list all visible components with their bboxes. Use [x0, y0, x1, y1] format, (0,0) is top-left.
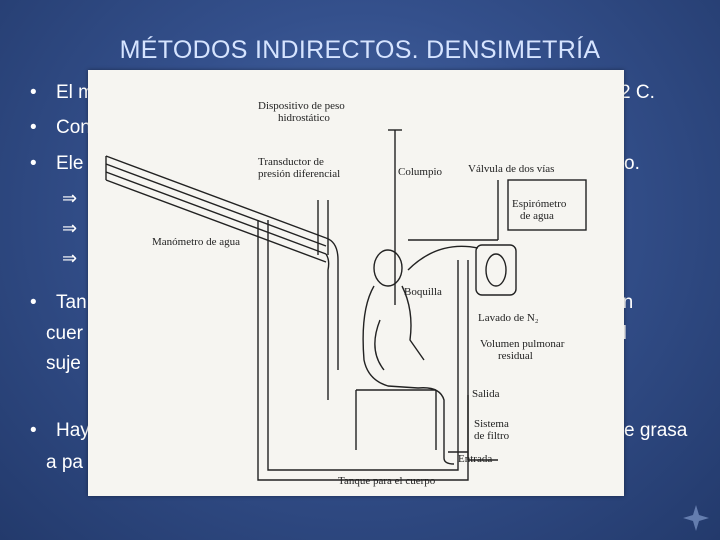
label-swing: Columpio: [398, 166, 443, 178]
water-spirometer-box: [507, 179, 587, 231]
label-mouthpiece: Boquilla: [404, 286, 442, 298]
label-entry: Entrada: [458, 453, 493, 465]
star-icon: [683, 505, 709, 531]
label-body-tank: Tanque para el cuerpo: [338, 475, 436, 487]
bullet-1-end: 2 C.: [620, 82, 655, 103]
breathing-hose: [407, 245, 479, 271]
slide-title: MÉTODOS INDIRECTOS. DENSIMETRÍA: [119, 36, 601, 64]
label-n2-washout: Lavado de N₂: [478, 312, 539, 324]
subject-head: [373, 249, 403, 287]
bullet-3-end: o.: [624, 153, 640, 174]
bullet-1-start: •El m: [30, 82, 94, 103]
implies-arrow-1: ⇒: [62, 188, 78, 209]
bullet-4-line-1-start: •Tan: [30, 292, 87, 313]
manometer-tube-1: [105, 155, 327, 239]
label-water-manometer: Manómetro de agua: [152, 236, 240, 248]
n2-washout-bag: [475, 244, 517, 296]
label-exit: Salida: [472, 388, 500, 400]
bullet-2-start: •Con: [30, 117, 91, 138]
bullet-5-line-1-end: e grasa: [624, 420, 688, 441]
subject-body: [362, 285, 455, 465]
implies-arrow-3: ⇒: [62, 248, 78, 269]
manometer-tube-2: [105, 171, 327, 255]
bullet-4-line-3-start: suje: [46, 353, 81, 374]
bullet-4-line-2-start: cuer: [46, 323, 83, 344]
bullet-5-line-1-start: •Hay: [30, 420, 90, 441]
label-two-way-valve: Válvula de dos vías: [468, 163, 555, 175]
body-tank: [267, 220, 459, 471]
implies-arrow-2: ⇒: [62, 218, 78, 239]
bullet-5-line-2-start: a pa: [46, 452, 83, 473]
diagram-drawing: [105, 129, 587, 481]
bullet-3-start: •Ele: [30, 153, 84, 174]
